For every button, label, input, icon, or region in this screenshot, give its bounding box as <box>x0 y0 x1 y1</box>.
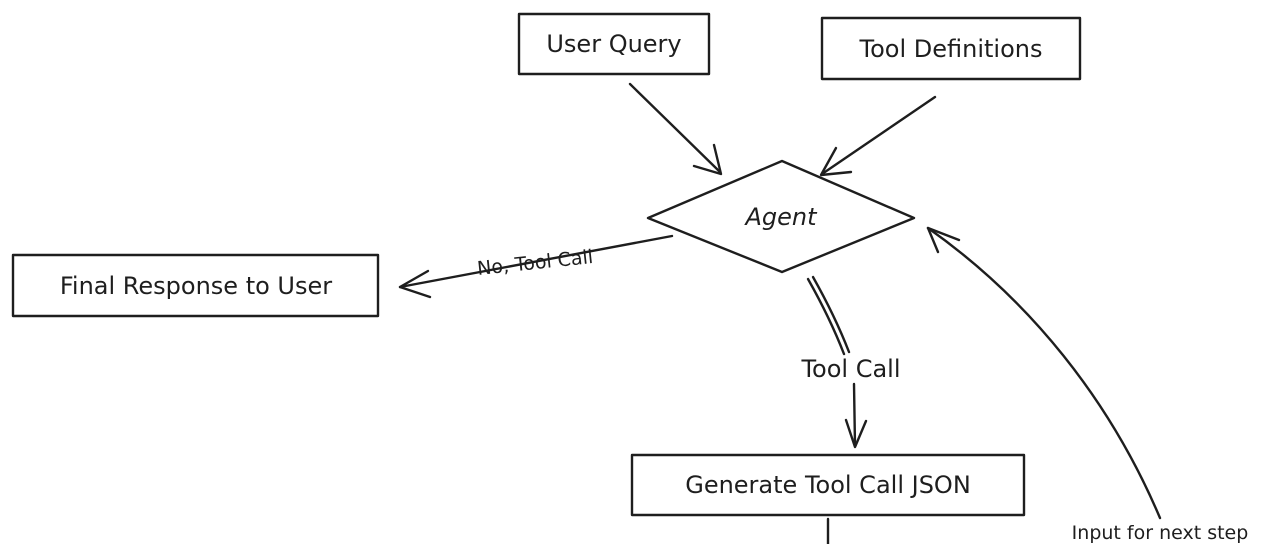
tool-definitions-box <box>820 16 1082 81</box>
arrowhead-user-query <box>692 143 723 176</box>
arrow-input-next-step-to-agent <box>926 226 1162 520</box>
edge-label-tool-call: Tool Call <box>800 355 900 383</box>
generate-tool-call-label: Generate Tool Call JSON <box>685 471 971 499</box>
arrow-agent-to-generate-line-b <box>811 275 851 354</box>
agent-label: Agent <box>743 203 818 231</box>
arrow-agent-to-final-response <box>398 234 674 289</box>
final-response-label: Final Response to User <box>60 272 332 300</box>
agent-diamond <box>646 159 916 274</box>
final-response-box <box>11 253 380 318</box>
user-query-box <box>517 12 711 76</box>
arrow-user-query-to-agent <box>628 82 722 174</box>
arrow-agent-to-generate-shaft <box>852 382 857 448</box>
arrow-tool-definitions-to-agent <box>820 95 937 176</box>
generate-tool-call-box <box>630 453 1026 517</box>
arrowhead-input-next-step <box>926 226 961 254</box>
tool-definitions-label: Tool Definitions <box>859 35 1043 63</box>
edge-label-input-next-step: Input for next step <box>1072 522 1249 544</box>
edge-label-no-tool-call: No, Tool Call <box>476 246 594 280</box>
user-query-label: User Query <box>546 30 681 58</box>
arrowhead-generate-tool-call <box>844 418 868 449</box>
arrowhead-final-response <box>398 269 432 299</box>
arrowhead-tool-definitions <box>819 146 853 177</box>
arrow-agent-to-generate-line-a <box>806 277 846 356</box>
